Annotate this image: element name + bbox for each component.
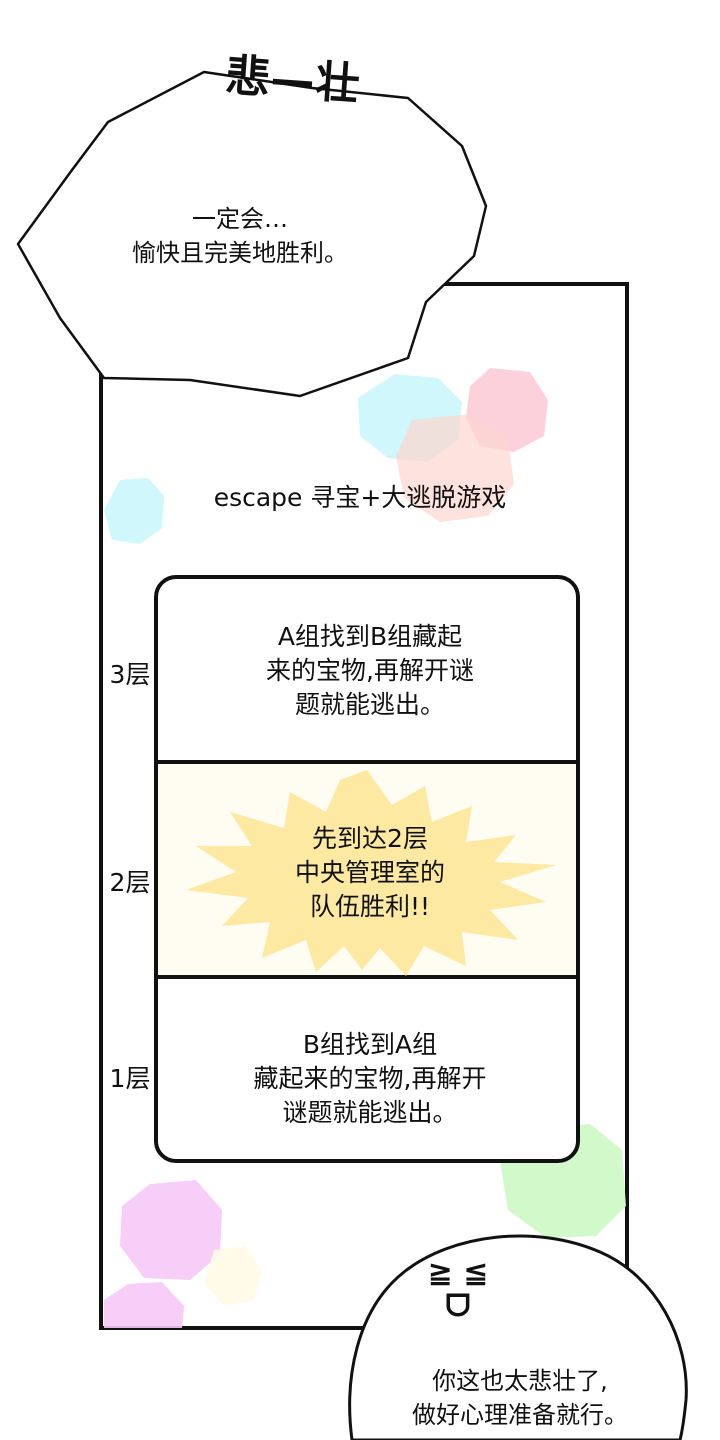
floor-3-text: A组找到B组藏起 来的宝物,再解开谜 题就能逃出。 — [180, 620, 560, 722]
floor-2-line: 先到达2层 — [312, 824, 428, 853]
face-mouth: ᗜ — [445, 1289, 471, 1324]
floor-2-line: 中央管理室的 — [294, 858, 445, 887]
top-bubble-line: 一定会… — [192, 205, 288, 233]
violet-blob-small — [104, 1282, 184, 1328]
board-title: escape 寻宝+大逃脱游戏 — [213, 483, 507, 512]
floor-1-line: 谜题就能逃出。 — [282, 1098, 458, 1127]
bottom-bubble-text: 你这也太悲壮了, 做好心理准备就行。 — [370, 1364, 670, 1432]
floor-1-text: B组找到A组 藏起来的宝物,再解开 谜题就能逃出。 — [180, 1028, 560, 1130]
sfx-text: 悲—壮 — [223, 50, 363, 111]
cyan-blob-small — [104, 478, 164, 544]
floor-label-2: 2层 — [109, 868, 151, 897]
cream-blob — [204, 1246, 262, 1306]
floor-2-line: 队伍胜利!! — [309, 892, 431, 921]
top-bubble-line: 愉快且完美地胜利。 — [132, 239, 348, 267]
floor-3-line: A组找到B组藏起 — [277, 622, 463, 651]
bottom-speech-bubble — [348, 1234, 688, 1440]
violet-blob — [120, 1180, 222, 1280]
top-bubble-text: 一定会… 愉快且完美地胜利。 — [60, 202, 420, 270]
peach-blob — [396, 414, 514, 522]
floor-label-1: 1层 — [109, 1064, 151, 1093]
starburst-shape — [186, 770, 556, 976]
floor-label-3: 3层 — [109, 660, 151, 689]
bottom-bubble-line: 你这也太悲壮了, — [432, 1367, 608, 1395]
top-speech-bubble — [16, 70, 488, 398]
bottom-bubble-line: 做好心理准备就行。 — [412, 1401, 628, 1429]
floor-3-line: 来的宝物,再解开谜 — [266, 656, 474, 685]
face-eyes: ≧ ≦ — [427, 1255, 489, 1290]
floor-1-line: 藏起来的宝物,再解开 — [253, 1064, 487, 1093]
floor-1-line: B组找到A组 — [302, 1030, 438, 1059]
floor-2-text: 先到达2层 中央管理室的 队伍胜利!! — [180, 822, 560, 924]
smiling-face-icon: ≧ ≦ ᗜ — [418, 1256, 498, 1326]
floor-3-line: 题就能逃出。 — [294, 690, 445, 719]
